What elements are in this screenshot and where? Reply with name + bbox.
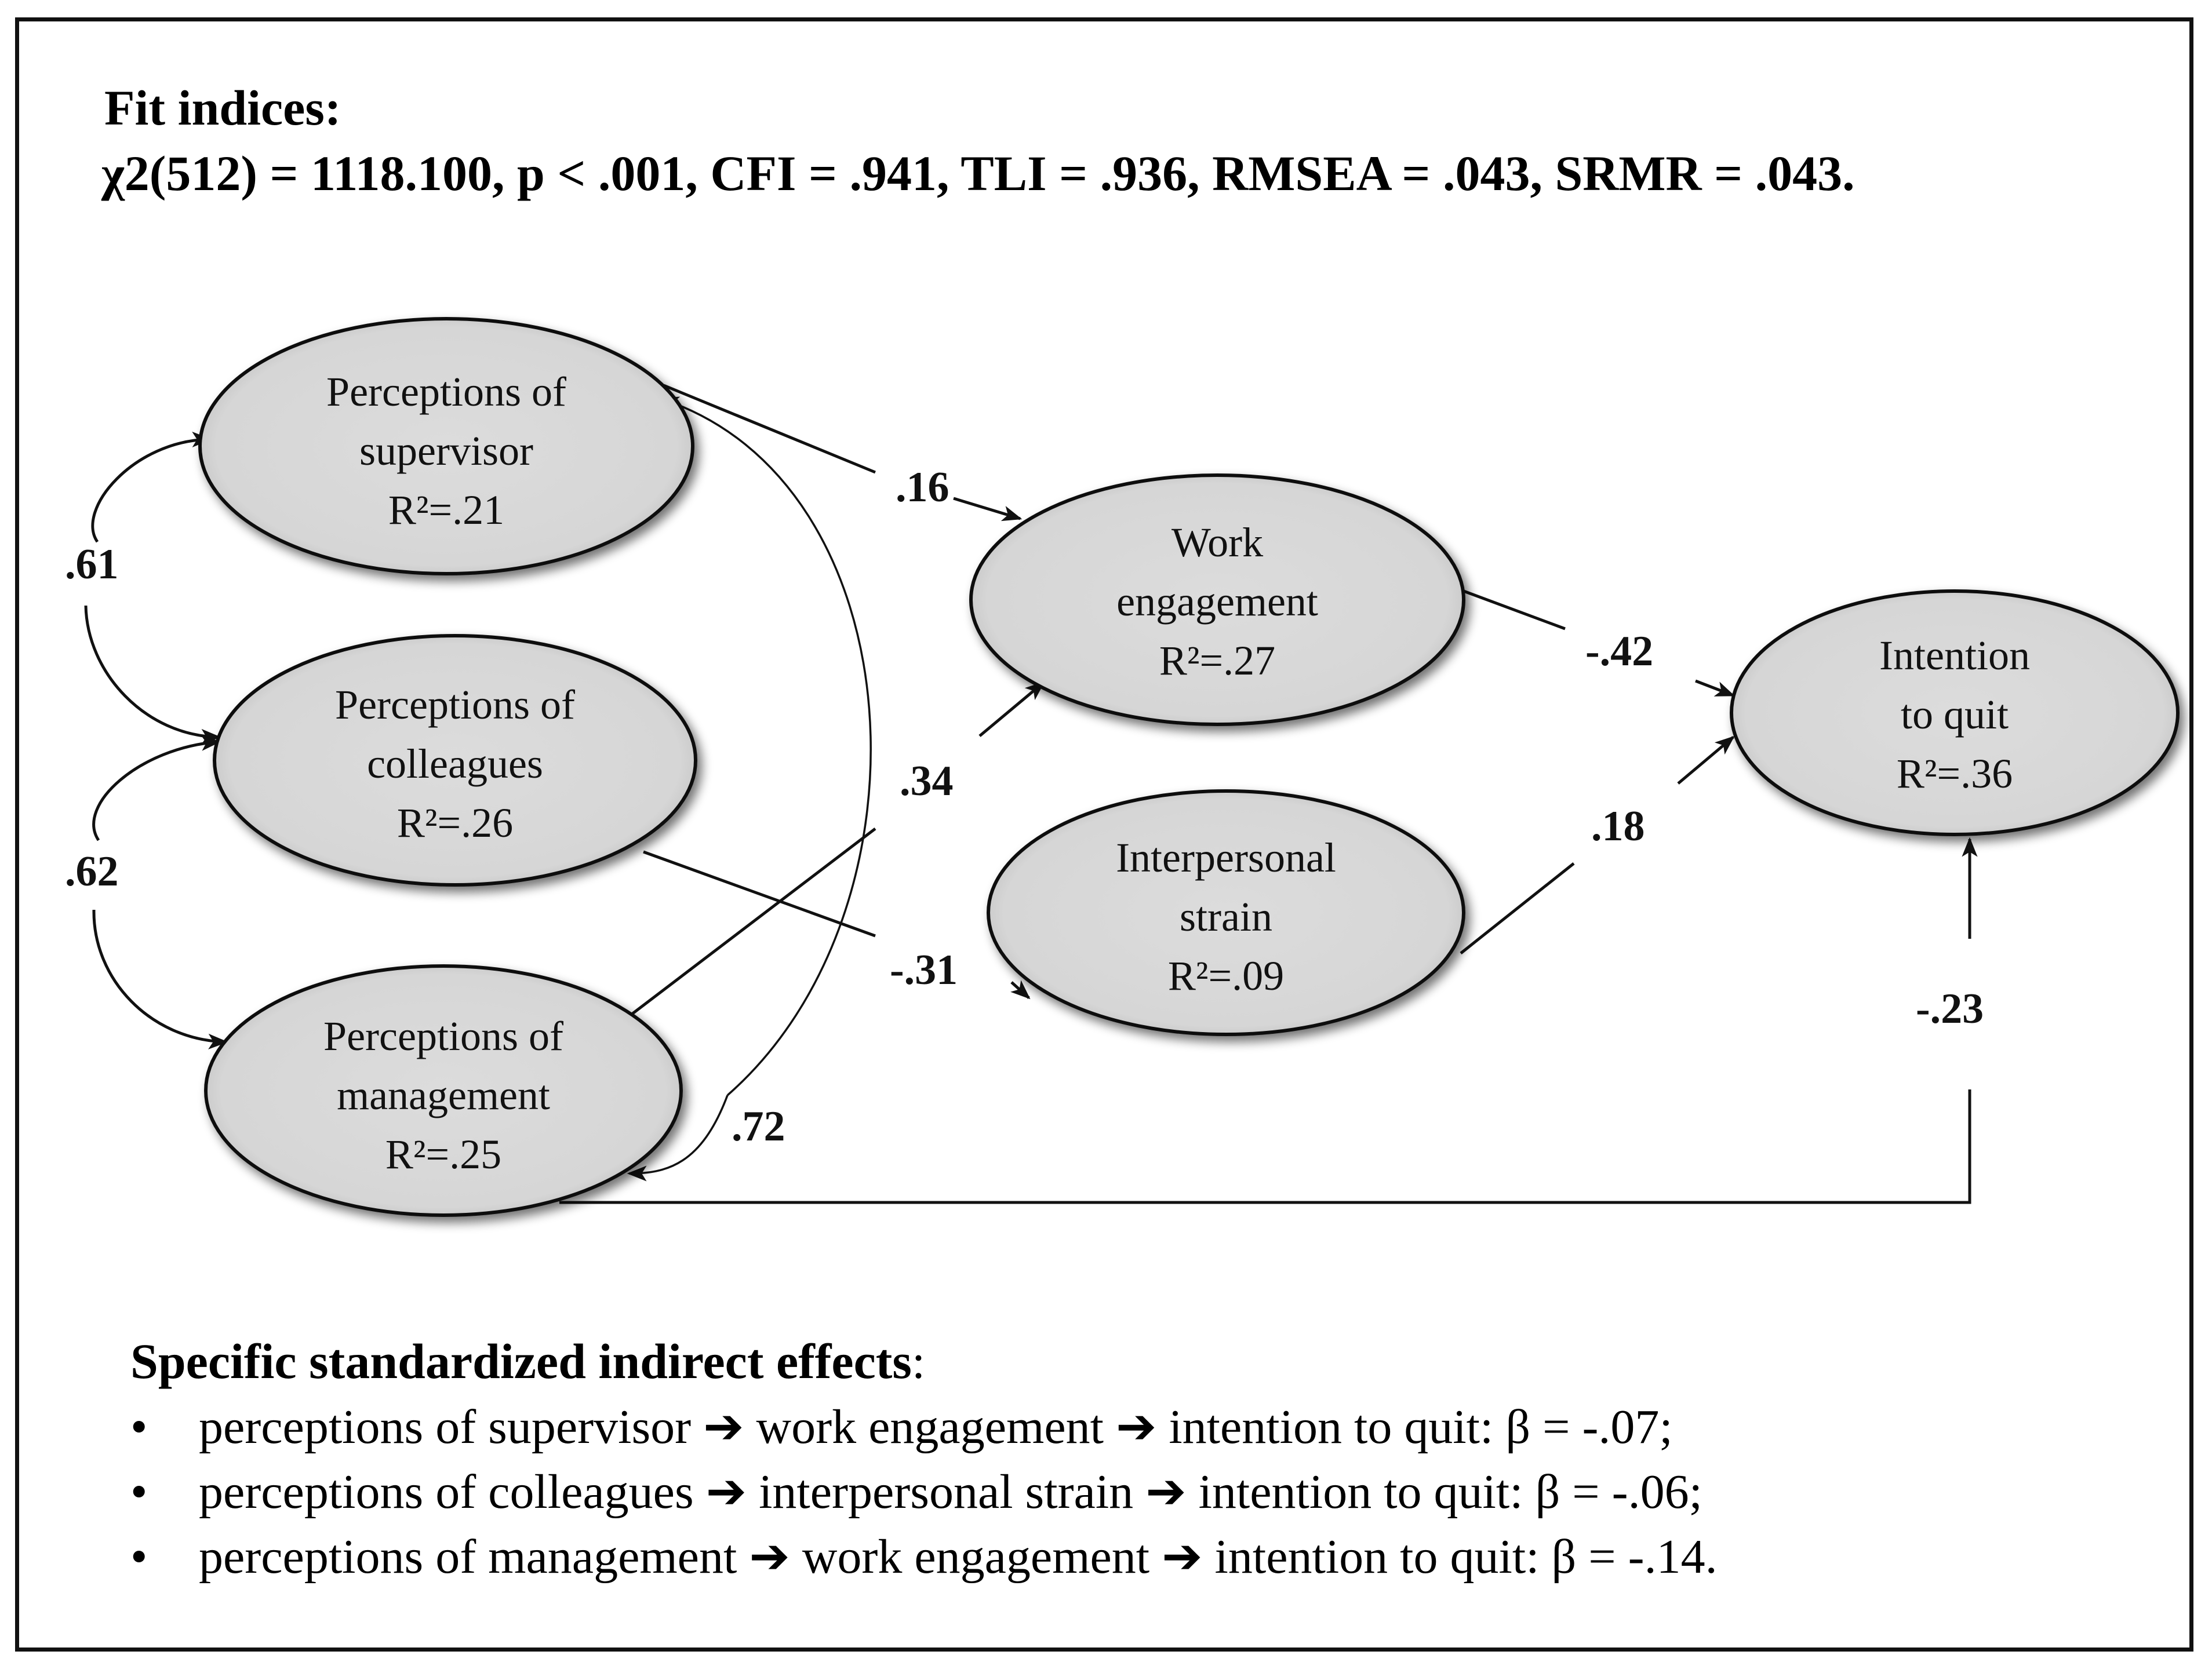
coef-man-eng: .34 [900,757,954,805]
path-eng-quit-segment-2 [1695,679,1736,697]
arrow-icon: ➔ [706,1465,747,1519]
effects-bullet-2: • [130,1465,147,1519]
arrow-icon: ➔ [1162,1530,1202,1584]
arrow-icon: ➔ [703,1400,744,1454]
node-colleagues: Perceptions of colleagues R²=.26 [213,634,697,887]
path-col-strain-segment-2 [1010,980,1031,1000]
coef-col-man: .62 [65,848,119,895]
covariance-arrow-man-sup [658,396,872,1096]
node-strain-line2: strain [1180,894,1272,940]
effects-item-1-c: intention to quit: β = -.07; [1169,1400,1672,1454]
path-strain-quit-segment-1 [1460,862,1575,954]
node-management-r2: R²=.25 [385,1131,501,1178]
path-eng-quit-segment-1 [1463,589,1566,630]
path-man-eng-segment-2 [978,681,1045,737]
effects-title-suffix: : [912,1335,925,1389]
node-engagement: Work engagement R²=.27 [969,473,1465,726]
effects-item-2: perceptions of colleagues ➔ interpersona… [199,1465,1702,1519]
effects-bullet-3: • [130,1530,147,1584]
node-supervisor-r2: R²=.21 [388,487,504,533]
path-man-eng-segment-1 [631,828,876,1015]
node-colleagues-line2: colleagues [367,741,543,787]
effects-item-1-b: work engagement [756,1400,1104,1454]
effects-item-3-c: intention to quit: β = -.14. [1215,1530,1718,1584]
effects-item-3-a: perceptions of management [199,1530,737,1584]
path-sup-eng-segment-1 [663,384,876,474]
coef-col-strain: -.31 [890,946,958,994]
path-col-strain-segment-1 [643,850,876,938]
node-colleagues-line1: Perceptions of [335,681,575,728]
path-man-quit-segment-1 [559,1089,1971,1204]
coef-strain-quit: .18 [1591,803,1645,850]
node-supervisor: Perceptions of supervisor R²=.21 [198,317,694,575]
node-management-line2: management [337,1072,550,1118]
node-quit-r2: R²=.36 [1897,750,2013,797]
effects-bullet-1: • [130,1400,147,1454]
node-engagement-r2: R²=.27 [1159,637,1275,684]
node-strain-r2: R²=.09 [1168,953,1284,999]
coef-eng-quit: -.42 [1585,628,1653,675]
fit-indices-title: Fit indices: [104,80,341,136]
node-management: Perceptions of management R²=.25 [204,964,683,1217]
node-strain-line1: Interpersonal [1116,834,1336,881]
path-sup-eng-segment-2 [953,497,1023,522]
node-quit-line1: Intention [1879,632,2030,679]
coef-man-sup: .72 [732,1103,785,1150]
effects-item-3: perceptions of management ➔ work engagem… [199,1530,1718,1584]
covariance-arrow-col-man-top [92,735,221,841]
node-supervisor-line1: Perceptions of [326,369,566,415]
path-strain-quit-segment-2 [1677,735,1735,785]
effects-list: • perceptions of supervisor ➔ work engag… [130,1400,1718,1584]
node-management-line1: Perceptions of [323,1013,563,1059]
effects-item-2-b: interpersonal strain [759,1465,1133,1519]
arrow-icon: ➔ [749,1530,790,1584]
node-quit: Intention to quit R²=.36 [1730,589,2180,836]
effects-item-1-a: perceptions of supervisor [199,1400,691,1454]
covariance-arrow-man-sup-end [627,1095,729,1182]
effects-item-2-a: perceptions of colleagues [199,1465,694,1519]
covariance-arrow-col-man-bottom [92,909,228,1049]
arrow-icon: ➔ [1116,1400,1156,1454]
coef-sup-col: .61 [65,541,119,588]
effects-item-1: perceptions of supervisor ➔ work engagem… [199,1400,1673,1454]
fit-indices-stats: χ2(512) = 1118.100, p < .001, CFI = .941… [101,145,1855,201]
covariance-arrow-sup-col-bottom [84,605,221,745]
effects-title: Specific standardized indirect effects [130,1333,912,1389]
node-engagement-line1: Work [1172,519,1263,566]
node-supervisor-line2: supervisor [359,428,533,474]
node-strain: Interpersonal strain R²=.09 [987,789,1465,1036]
effects-item-2-c: intention to quit: β = -.06; [1199,1465,1702,1519]
node-engagement-line2: engagement [1116,578,1318,625]
coef-man-quit: -.23 [1916,985,1984,1033]
node-quit-line2: to quit [1901,691,2009,738]
effects-heading: Specific standardized indirect effects: [130,1333,925,1389]
effects-item-3-b: work engagement [802,1530,1149,1584]
node-colleagues-r2: R²=.26 [397,800,513,846]
covariance-arrow-sup-col-top [91,431,212,543]
arrow-icon: ➔ [1145,1465,1186,1519]
coef-sup-eng: .16 [896,464,949,511]
